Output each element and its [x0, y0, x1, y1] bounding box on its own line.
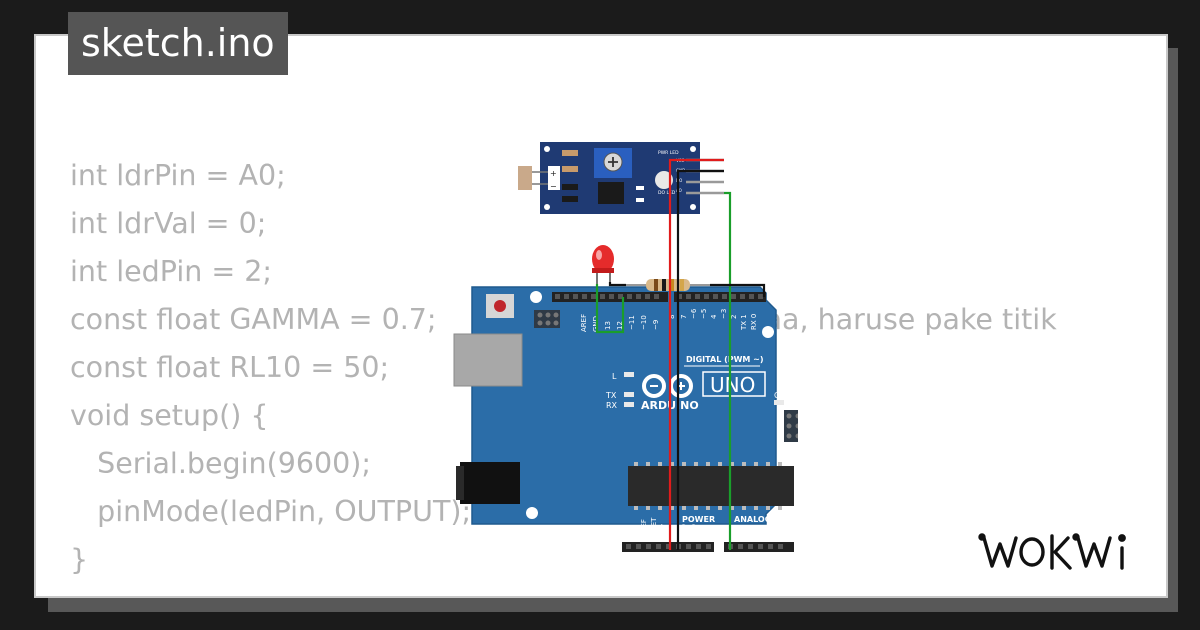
- wire-gnd: [676, 169, 724, 550]
- sensor-pin-label: DO: [676, 178, 682, 183]
- code-line: int ldrVal = 0;: [70, 207, 267, 240]
- digital-pin-label: 2: [730, 315, 738, 319]
- analog-pin-label: A4: [764, 530, 772, 540]
- reset-button-cap[interactable]: [494, 300, 506, 312]
- code-line: int ldrPin = A0;: [70, 159, 286, 192]
- analog-pin-label: A1: [734, 531, 742, 540]
- svg-text:+: +: [550, 169, 557, 178]
- power-pin-label: 3.3V: [660, 524, 668, 540]
- power-pin-label: 5V: [670, 531, 678, 540]
- power-pin-label: RESET: [650, 517, 658, 540]
- photoresistor-icon: + −: [518, 166, 560, 191]
- digital-pin-label: 7: [680, 315, 688, 319]
- code-line: int ledPin = 2;: [70, 255, 273, 288]
- power-pin-label: GND: [680, 524, 688, 540]
- analog-pin-label: A5: [774, 531, 782, 540]
- analog-header-label: ANALOG IN: [734, 515, 784, 524]
- pwr-led-label: PWR LED: [658, 150, 679, 156]
- on-led-label: ON: [774, 391, 786, 400]
- digital-pin-label: ~11: [628, 315, 636, 330]
- wire-led-resistor: [608, 282, 626, 287]
- code-line: const float GAMMA = 0.7;naa, haruse pake…: [70, 296, 1057, 344]
- usb-port: [453, 333, 523, 387]
- aref-pin-label: AREF: [580, 314, 588, 332]
- arduino-uno-board: AREF GND 13 12 ~11 ~10 ~9 8 7 ~6 ~5 4 ~3…: [453, 286, 798, 552]
- power-jack: [460, 462, 520, 504]
- code-preview: int ldrPin = A0; int ldrVal = 0; int ledPi…: [70, 152, 1057, 584]
- red-led: [592, 245, 614, 284]
- preview-card: int ldrPin = A0; int ldrVal = 0; int ledPi…: [34, 34, 1168, 598]
- atmega-chip: [628, 462, 794, 510]
- do-led-label: DO LED: [658, 190, 676, 196]
- code-line-text: const float GAMMA = 0.7;: [70, 303, 437, 336]
- board-model-label: UNO: [710, 373, 755, 397]
- power-pin-label: Vin: [700, 529, 708, 540]
- wire-ao-a0: [724, 191, 732, 550]
- code-line: void setup() {: [70, 399, 269, 432]
- power-header-label: POWER: [682, 515, 715, 524]
- code-line: }: [70, 543, 89, 576]
- power-pin-label: IOREF: [640, 519, 648, 540]
- digital-pin-label: ~3: [720, 309, 728, 319]
- digital-pin-label: ~9: [652, 320, 660, 330]
- code-line: Serial.begin(9600);: [70, 447, 371, 480]
- digital-header-label: DIGITAL (PWM ~): [686, 355, 764, 364]
- analog-pin-label: A2: [744, 531, 752, 540]
- wire-vcc-5v: [668, 158, 724, 550]
- digital-pin-label: ~6: [690, 308, 698, 319]
- power-pin-label: GND: [690, 524, 698, 540]
- digital-pin-label: 4: [710, 314, 718, 319]
- sketch-filename: sketch.ino: [68, 12, 288, 75]
- wire-resistor-pin2: [710, 283, 766, 297]
- code-line: pinMode(ledPin, OUTPUT);: [70, 495, 472, 528]
- digital-pin-label: RX 0: [750, 314, 758, 330]
- wires: [595, 158, 766, 550]
- power-led: [655, 171, 673, 189]
- wokwi-logo: [978, 533, 1126, 570]
- digital-pin-label: 8: [668, 315, 676, 319]
- svg-text:−: −: [550, 182, 557, 191]
- l-led-label: L: [612, 372, 617, 381]
- digital-pin-label: ~5: [700, 309, 708, 319]
- tx-led-label: TX: [605, 391, 617, 400]
- digital-pin-label: 13: [604, 321, 612, 330]
- analog-pin-label: A3: [754, 531, 762, 540]
- circuit-diagram: AREF GND 13 12 ~11 ~10 ~9 8 7 ~6 ~5 4 ~3…: [453, 142, 798, 552]
- digital-pin-label: 12: [616, 321, 624, 330]
- code-line: const float RL10 = 50;: [70, 351, 390, 384]
- rx-led-label: RX: [606, 401, 618, 410]
- icsp-right-header: [784, 410, 798, 442]
- wire-led-gnd: [595, 284, 625, 334]
- ldr-sensor-module: PWR LED DO LED VCC GND DO AO + −: [518, 142, 724, 214]
- analog-pin-label: A0: [724, 531, 732, 540]
- digital-pin-label: ~10: [640, 315, 648, 330]
- digital-pin-label: TX 1: [740, 314, 748, 331]
- icsp-header: [534, 310, 560, 328]
